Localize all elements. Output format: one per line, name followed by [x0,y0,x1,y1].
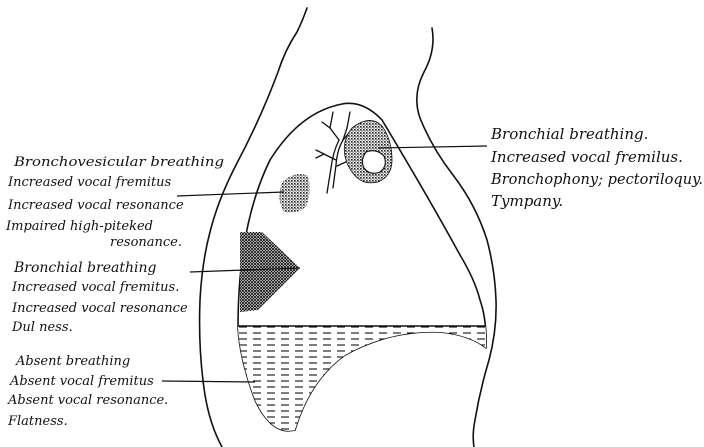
label-upper-left-4: Impaired high-piteked [5,219,153,234]
label-upper-right-2: Increased vocal fremilus. [490,148,683,166]
cavity-inner [362,151,385,174]
label-upper-left-1: Bronchovesicular breathing [13,155,224,170]
label-middle-left-4: Dul ness. [11,320,73,335]
label-upper-left-3: Increased vocal resonance [7,198,184,213]
label-lower-left-4: Flatness. [7,414,68,429]
consolidation-patch [240,232,300,312]
label-upper-right-1: Bronchial breathing. [490,125,648,143]
label-lower-left-2: Absent vocal fremitus [9,374,154,389]
label-lower-left-1: Absent breathing [15,354,130,369]
label-middle-left-1: Bronchial breathing [13,260,156,276]
leader-upper-left [177,192,284,196]
label-upper-left-2: Increased vocal fremitus [7,175,172,190]
bronchovesicular-patch [279,174,309,212]
label-upper-right-4: Tympany. [491,192,563,210]
label-upper-left-5: resonance. [110,235,182,250]
leader-lower-left [162,381,255,382]
fluid-region [236,326,488,438]
label-middle-left-2: Increased vocal fremitus. [11,280,179,295]
label-middle-left-3: Increased vocal resonance [11,301,188,316]
leader-upper-right [378,146,487,148]
label-lower-left-3: Absent vocal resonance. [7,393,168,408]
label-upper-right-3: Bronchophony; pectoriloquy. [490,170,703,188]
body-outline-right [417,28,496,447]
